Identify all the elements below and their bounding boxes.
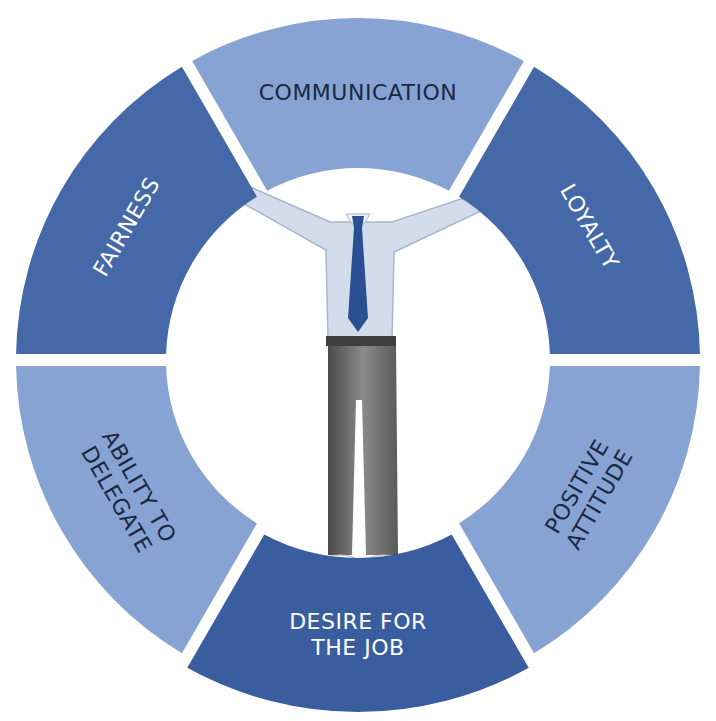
segment-shape	[16, 67, 257, 354]
label-holder: COMMUNICATION	[259, 80, 458, 106]
label-holder: DESIRE FOR THE JOB	[273, 609, 443, 662]
belt	[326, 336, 396, 346]
ring-segment: ABILITY TO DELEGATE	[14, 358, 265, 659]
ring-segment: LOYALTY	[452, 61, 702, 362]
segment-shape	[16, 366, 257, 653]
tie	[348, 216, 368, 332]
trousers	[328, 346, 398, 555]
segment-label: DESIRE FOR THE JOB	[273, 609, 443, 662]
segment-shape	[192, 18, 524, 191]
segment-label: COMMUNICATION	[259, 80, 458, 106]
ring-segment: FAIRNESS	[14, 61, 264, 363]
segment-shape	[187, 534, 528, 712]
segment-shape	[459, 67, 700, 354]
